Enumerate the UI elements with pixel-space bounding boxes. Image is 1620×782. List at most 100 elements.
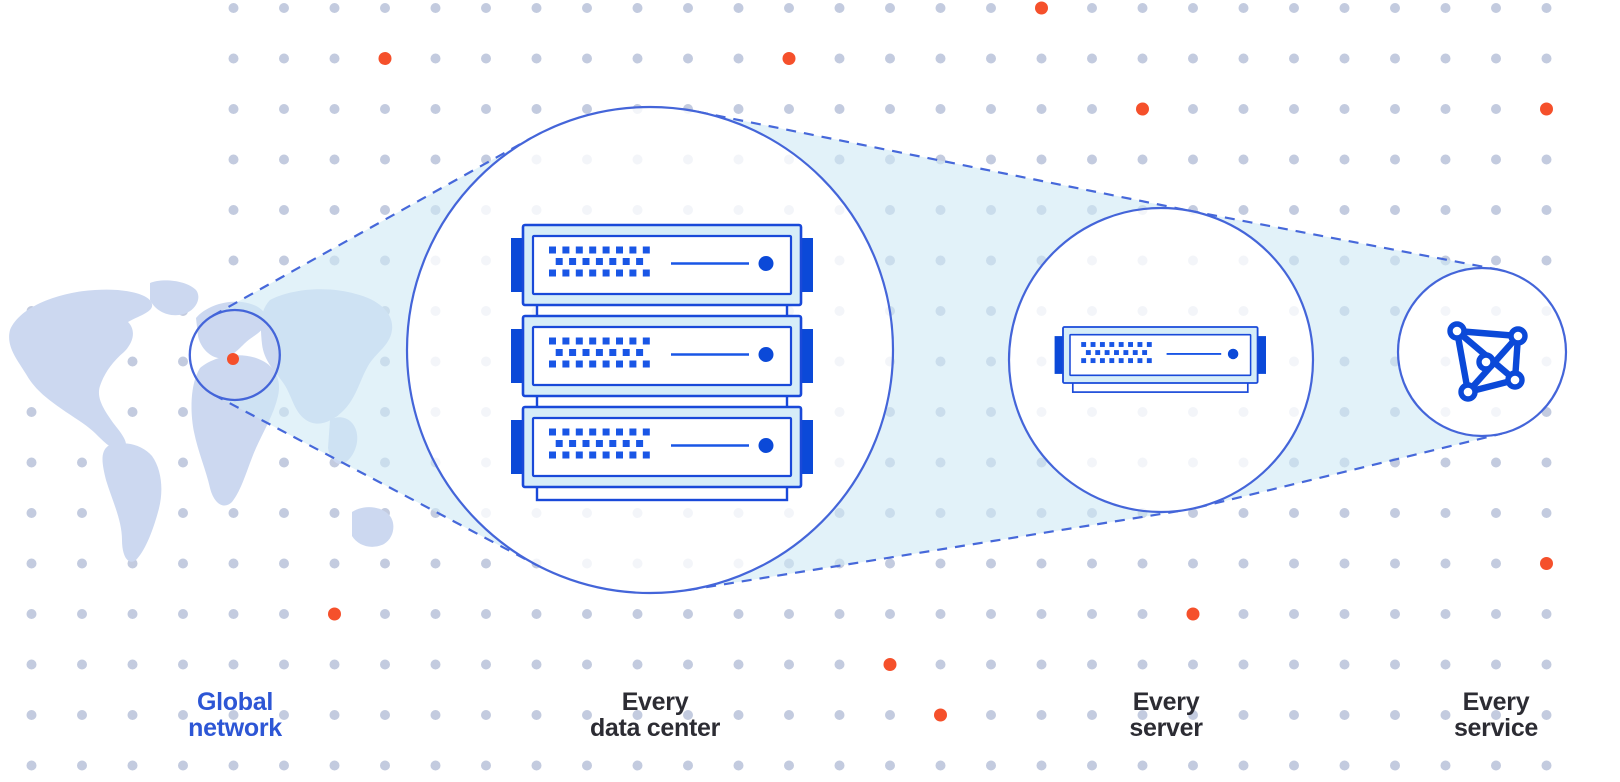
grid-dot [178,659,188,670]
grid-dot [279,710,289,720]
label-line: service [1453,713,1539,742]
grid-dot [531,3,542,13]
grid-dot [279,3,289,13]
grid-dot [733,760,744,771]
grid-dot [1491,760,1501,771]
grid-dot [1238,205,1249,215]
grid-dot [77,457,87,468]
grid-dot [228,659,239,670]
map-north-america [9,289,153,451]
grid-dot [1339,659,1350,670]
accent-dot [1035,1,1048,15]
grid-dot [1440,710,1451,720]
grid-dot [784,659,794,670]
grid-dot [885,558,895,569]
grid-dot [986,3,996,13]
grid-dot [178,609,188,619]
grid-dot [329,154,340,165]
grid-dot [178,407,188,417]
grid-dot [380,558,390,569]
grid-dot [632,609,643,619]
label-line: server [1129,713,1203,742]
grid-dot [329,710,340,720]
grid-dot [834,659,845,670]
grid-dot [1087,659,1097,670]
grid-dot [683,53,693,64]
grid-dot [1036,659,1047,670]
grid-dot [279,457,289,468]
grid-dot [1137,609,1148,619]
grid-dot [1491,53,1501,64]
grid-dot [1491,558,1501,569]
grid-dot [834,53,845,64]
grid-dot [1440,3,1451,13]
grid-dot [885,609,895,619]
grid-dot [26,710,37,720]
grid-dot [1137,53,1148,64]
grid-dot [582,710,592,720]
server-unit-icon [1053,326,1267,394]
grid-dot [380,205,390,215]
grid-dot [1289,154,1299,165]
grid-dot [1390,508,1400,518]
server-rack-stack-icon [509,223,815,502]
accent-dot [1540,102,1553,116]
grid-dot [1137,3,1148,13]
grid-dot [632,53,643,64]
grid-dot [481,104,491,114]
grid-dot [834,3,845,13]
grid-dot [430,3,441,13]
grid-dot [178,558,188,569]
grid-dot [430,154,441,165]
grid-dot [986,710,996,720]
grid-dot [784,710,794,720]
grid-dot [1238,609,1249,619]
grid-dot [1087,609,1097,619]
grid-dot [582,104,592,114]
grid-dot [430,659,441,670]
grid-dot [228,104,239,114]
grid-dot [1289,53,1299,64]
beam-globe-to-datacenter [212,137,537,565]
grid-dot [1491,255,1501,266]
grid-dot [430,760,441,771]
grid-dot [26,609,37,619]
grid-dot [733,53,744,64]
grid-dot [1440,508,1451,518]
grid-dot [531,53,542,64]
accent-dot [1186,607,1200,621]
server-rack-unit-3 [509,405,815,502]
grid-dot [380,659,390,670]
grid-dot [1289,609,1299,619]
grid-dot [26,659,37,670]
grid-dot [1087,760,1097,771]
grid-dot [481,3,491,13]
label-every-service: Every service [1453,689,1539,742]
accent-dot [1540,557,1553,570]
dashed-line [697,110,1192,213]
dashed-line [1189,209,1498,271]
grid-dot [531,104,542,114]
grid-dot [329,3,340,13]
grid-dot [1137,154,1148,165]
grid-dot [986,609,996,619]
label-line: Every [621,688,689,716]
grid-dot [885,53,895,64]
grid-dot [228,508,239,518]
grid-dot [1491,104,1501,114]
grid-dot [1541,508,1552,518]
grid-dot [683,659,693,670]
grid-dot [1188,508,1198,518]
grid-dot [430,104,441,114]
grid-dot [733,609,744,619]
grid-dot [1339,205,1350,215]
grid-dot [1541,457,1552,468]
grid-dot [834,760,845,771]
map-south-america [102,443,162,562]
grid-dot [380,710,390,720]
grid-dot [1188,53,1198,64]
grid-dot [1137,760,1148,771]
grid-dot [228,3,239,13]
grid-dot [329,558,340,569]
grid-dot [632,760,643,771]
